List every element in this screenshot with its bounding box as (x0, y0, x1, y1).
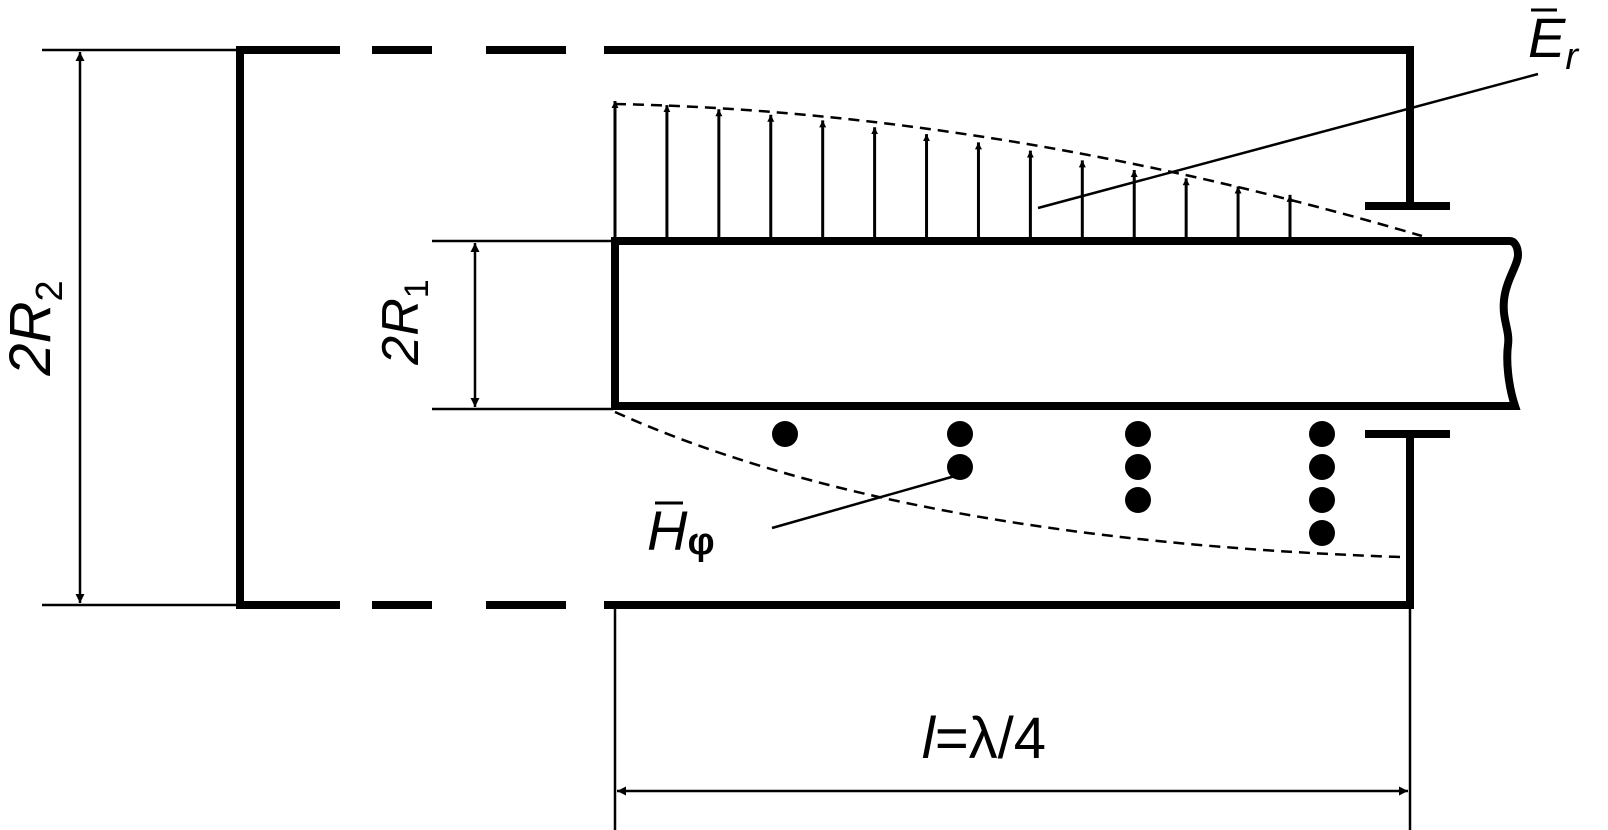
svg-text:Hφ: Hφ (647, 499, 715, 563)
electric-field-label-sub: r (1565, 36, 1579, 78)
h-field-dot (947, 421, 973, 447)
length-label: l=λ/4 (922, 706, 1046, 771)
outer-conductor-top-right (604, 46, 1414, 202)
outer-conductor-bottom-right (604, 434, 1414, 609)
e-field-leader-line (1037, 72, 1539, 210)
length-label-var: l (922, 706, 937, 771)
outer-conductor (236, 46, 1450, 609)
inner-diameter-label-sub: 1 (398, 279, 436, 298)
inner-diameter-dimension (432, 239, 613, 411)
h-field-dot (1309, 454, 1335, 480)
outer-conductor-left-end (236, 46, 340, 609)
h-field-dot (772, 421, 798, 447)
magnetic-field-label: Hφ (647, 499, 715, 563)
magnetic-field-label-sub: φ (687, 521, 714, 563)
h-field-envelope (614, 410, 1401, 559)
h-field-dot (1125, 454, 1151, 480)
h-field-dot (1309, 421, 1335, 447)
h-field-leader-line (771, 474, 956, 530)
h-field-dot (1309, 487, 1335, 513)
h-field-dot (1125, 421, 1151, 447)
svg-text:Er: Er (1528, 6, 1579, 78)
outer-diameter-label-sub: 2 (29, 280, 71, 301)
magnetic-field-dots (772, 421, 1335, 546)
length-dimension (613, 607, 1412, 830)
electric-field-arrows (611, 101, 1294, 239)
electric-field-label: Er (1528, 6, 1579, 78)
inner-diameter-label: 2R1 (372, 279, 436, 365)
e-field-envelope (614, 102, 1423, 238)
h-field-dot (947, 454, 973, 480)
length-label-rest: =λ/4 (935, 706, 1046, 771)
outer-diameter-label: 2R2 (0, 280, 71, 376)
magnetic-field-label-main: H (647, 499, 688, 562)
inner-conductor (611, 237, 1523, 410)
outer-diameter-dimension (42, 48, 238, 607)
inner-diameter-label-main: 2R (372, 298, 430, 365)
outer-diameter-label-main: 2R (0, 301, 63, 376)
h-field-dot (1125, 487, 1151, 513)
electric-field-label-main: E (1528, 6, 1566, 69)
h-field-dot (1309, 520, 1335, 546)
